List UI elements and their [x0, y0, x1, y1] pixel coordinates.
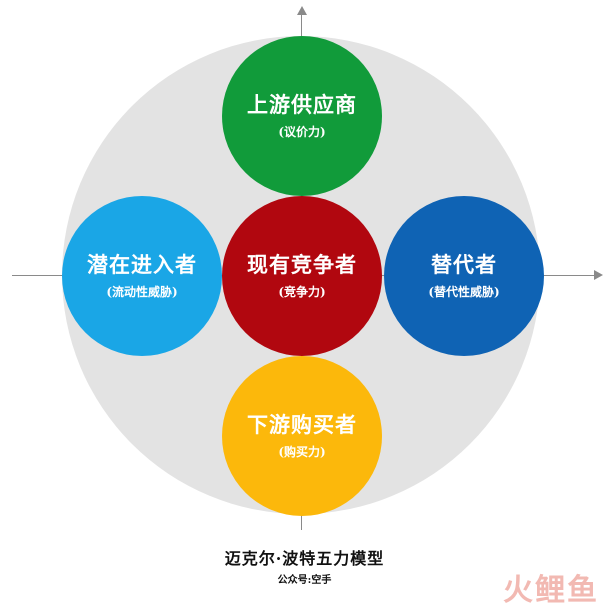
force-title: 上游供应商 — [247, 92, 357, 117]
force-downstream-buyers: 下游购买者 (购买力) — [222, 356, 382, 516]
force-subtitle: (竞争力) — [278, 285, 326, 299]
diagram-source: 公众号:空手 — [277, 575, 332, 586]
force-substitutes: 替代者 (替代性威胁) — [384, 196, 544, 356]
arrow-up-icon — [297, 6, 307, 15]
force-upstream-suppliers: 上游供应商 (议价力) — [222, 36, 382, 196]
force-existing-competitors: 现有竞争者 (竞争力) — [222, 196, 382, 356]
force-title: 替代者 — [431, 252, 497, 277]
arrow-right-icon — [594, 270, 603, 280]
diagram-title: 迈克尔·波特五力模型 — [224, 549, 385, 568]
force-subtitle: (流动性威胁) — [106, 285, 178, 299]
force-subtitle: (购买力) — [278, 445, 326, 459]
watermark-logo: 火鲤鱼 — [503, 573, 599, 608]
force-subtitle: (替代性威胁) — [428, 285, 500, 299]
force-title: 潜在进入者 — [87, 252, 197, 277]
force-potential-entrants: 潜在进入者 (流动性威胁) — [62, 196, 222, 356]
force-subtitle: (议价力) — [278, 125, 326, 139]
force-title: 下游购买者 — [247, 412, 357, 437]
force-title: 现有竞争者 — [247, 252, 357, 277]
